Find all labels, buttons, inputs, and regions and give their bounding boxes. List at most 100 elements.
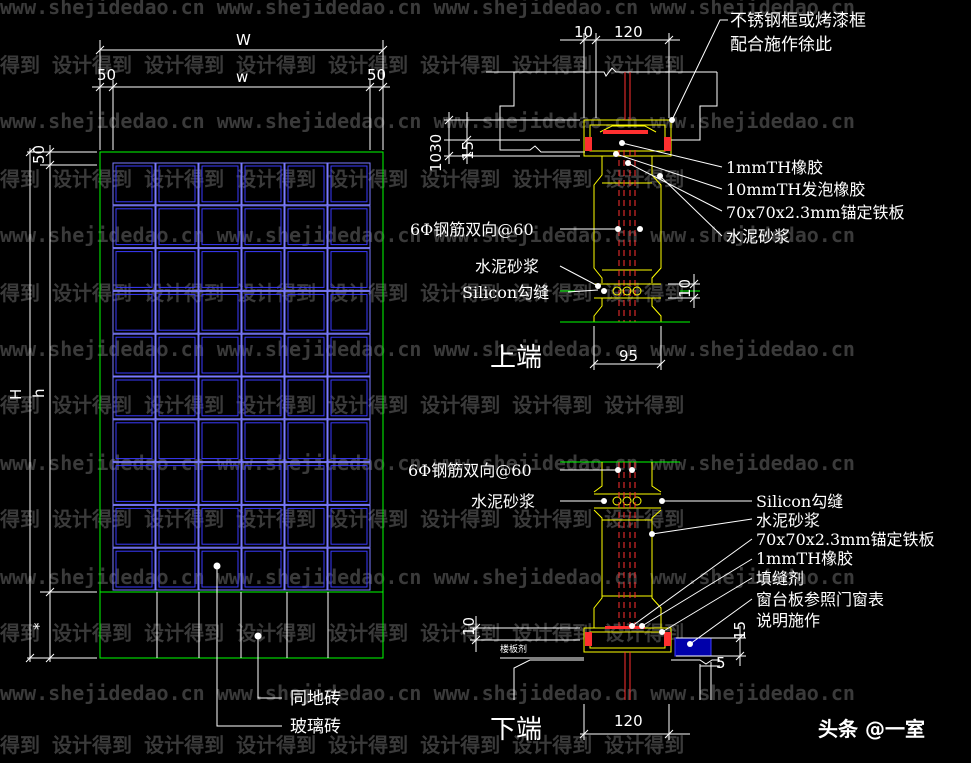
label-silicon-top: Silicon勾缝 [462,283,549,302]
top-dim-10: 10 [574,23,593,41]
glass-brick-inner [158,165,196,203]
watermark-row: www.shejidedao.cn www.shejidedao.cn www.… [0,0,855,19]
label-plate-top: 70x70x2.3mm锚定铁板 [726,203,905,222]
glass-brick-inner [115,550,153,588]
glass-brick-cell [241,462,285,505]
glass-brick-inner [244,507,282,545]
glass-brick-cell [241,162,285,206]
glass-brick-inner [287,165,325,203]
glass-brick-cell [198,205,242,249]
label-filler: 填缝剂 [756,569,804,588]
glass-brick-cell [155,504,199,548]
bottom-dim-10: 10 [460,617,478,636]
glass-brick-cell [155,333,199,377]
glass-brick-inner [287,379,325,417]
glass-brick-cell [284,162,328,206]
watermark-row: 设计得到 设计得到 设计得到 设计得到 设计得到 设计得到 设计得到 设计得到 [0,53,684,77]
glass-brick-inner [158,379,196,417]
glass-brick-cell [241,504,285,548]
label-foam: 10mmTH发泡橡胶 [726,180,865,199]
glass-brick-inner [287,251,325,288]
glass-brick-cell [284,419,328,463]
glass-brick-inner [115,465,153,502]
dim-h: h [30,388,48,398]
glass-brick-inner [201,379,239,417]
glass-brick-cell [327,504,371,548]
glass-brick-inner [158,550,196,588]
glass-brick-inner [158,422,196,460]
glass-brick-cell [198,504,242,548]
glass-brick-cell [112,462,156,505]
glass-brick-inner [244,379,282,417]
glass-brick-inner [201,465,239,502]
glass-brick-cell [284,333,328,377]
label-rubber-bottom: 1mmTH橡胶 [756,549,853,568]
glass-brick-cell [327,290,371,334]
dim-H: H [7,389,25,400]
glass-brick-inner [158,336,196,374]
glass-brick-cell [198,462,242,505]
credit-text: 头条 @一室 [818,717,925,741]
glass-brick-inner [287,550,325,588]
top-dim-95: 95 [619,347,638,365]
label-frame-2: 配合施作徐此 [730,35,832,55]
glass-brick-inner [330,208,368,246]
top-dim-1030: 1030 [427,134,445,172]
label-silicon-bottom: Silicon勾缝 [756,492,843,511]
glass-brick-inner [287,507,325,545]
glass-brick-inner [115,507,153,545]
glass-brick-cell [155,419,199,463]
glass-brick-inner [244,293,282,331]
top-dim-15: 15 [459,141,477,160]
glass-brick-cell [198,333,242,377]
glass-brick-inner [201,165,239,203]
glass-brick-cell [198,547,242,591]
glass-brick-cell [241,419,285,463]
top-dim-120: 120 [614,23,643,41]
glass-brick-inner [287,422,325,460]
glass-brick-cell [241,205,285,249]
watermark-row: 设计得到 设计得到 设计得到 设计得到 设计得到 设计得到 设计得到 设计得到 [0,393,684,417]
watermark-row: www.shejidedao.cn www.shejidedao.cn www.… [0,109,855,133]
glass-brick-inner [330,251,368,288]
label-sill-2: 说明施作 [756,611,820,630]
glass-brick-cell [198,290,242,334]
label-rebar-top: 6Φ钢筋双向@60 [410,220,534,239]
label-plate-bottom: 70x70x2.3mm锚定铁板 [756,530,935,549]
glass-brick-cell [327,333,371,377]
bottom-dim-120: 120 [614,712,643,730]
glass-brick-inner [158,507,196,545]
bottom-dim-5: 5 [716,654,726,672]
glass-brick-inner [330,422,368,460]
glass-brick-inner [244,422,282,460]
glass-brick-cell [327,248,371,291]
glass-brick-cell [155,205,199,249]
glass-brick-cell [241,547,285,591]
glass-brick-inner [244,336,282,374]
glass-brick-inner [330,293,368,331]
glass-brick-inner [115,251,153,288]
glass-brick-inner [287,465,325,502]
glass-brick-cell [327,205,371,249]
glass-brick-grid [112,162,371,591]
glass-brick-inner [287,336,325,374]
glass-brick-cell [112,162,156,206]
glass-brick-inner [115,165,153,203]
glass-brick-inner [244,165,282,203]
glass-brick-cell [284,547,328,591]
glass-brick-cell [155,290,199,334]
glass-brick-inner [330,507,368,545]
glass-brick-cell [112,290,156,334]
bottom-section-detail: 10 15 5 120 楼板剂 下端 6Φ钢筋双向@60 水泥砂浆 Silico… [408,461,935,745]
glass-brick-inner [201,208,239,246]
glass-brick-cell [155,547,199,591]
label-floor-tile: 同地砖 [290,689,341,709]
glass-brick-inner [158,251,196,288]
label-frame: 不锈钢框或烤漆框 [730,11,866,31]
glass-brick-inner [330,550,368,588]
glass-brick-cell [284,248,328,291]
label-sill: 窗台板参照门窗表 [756,590,884,609]
glass-brick-cell [284,290,328,334]
glass-brick-cell [327,419,371,463]
glass-brick-inner [330,165,368,203]
